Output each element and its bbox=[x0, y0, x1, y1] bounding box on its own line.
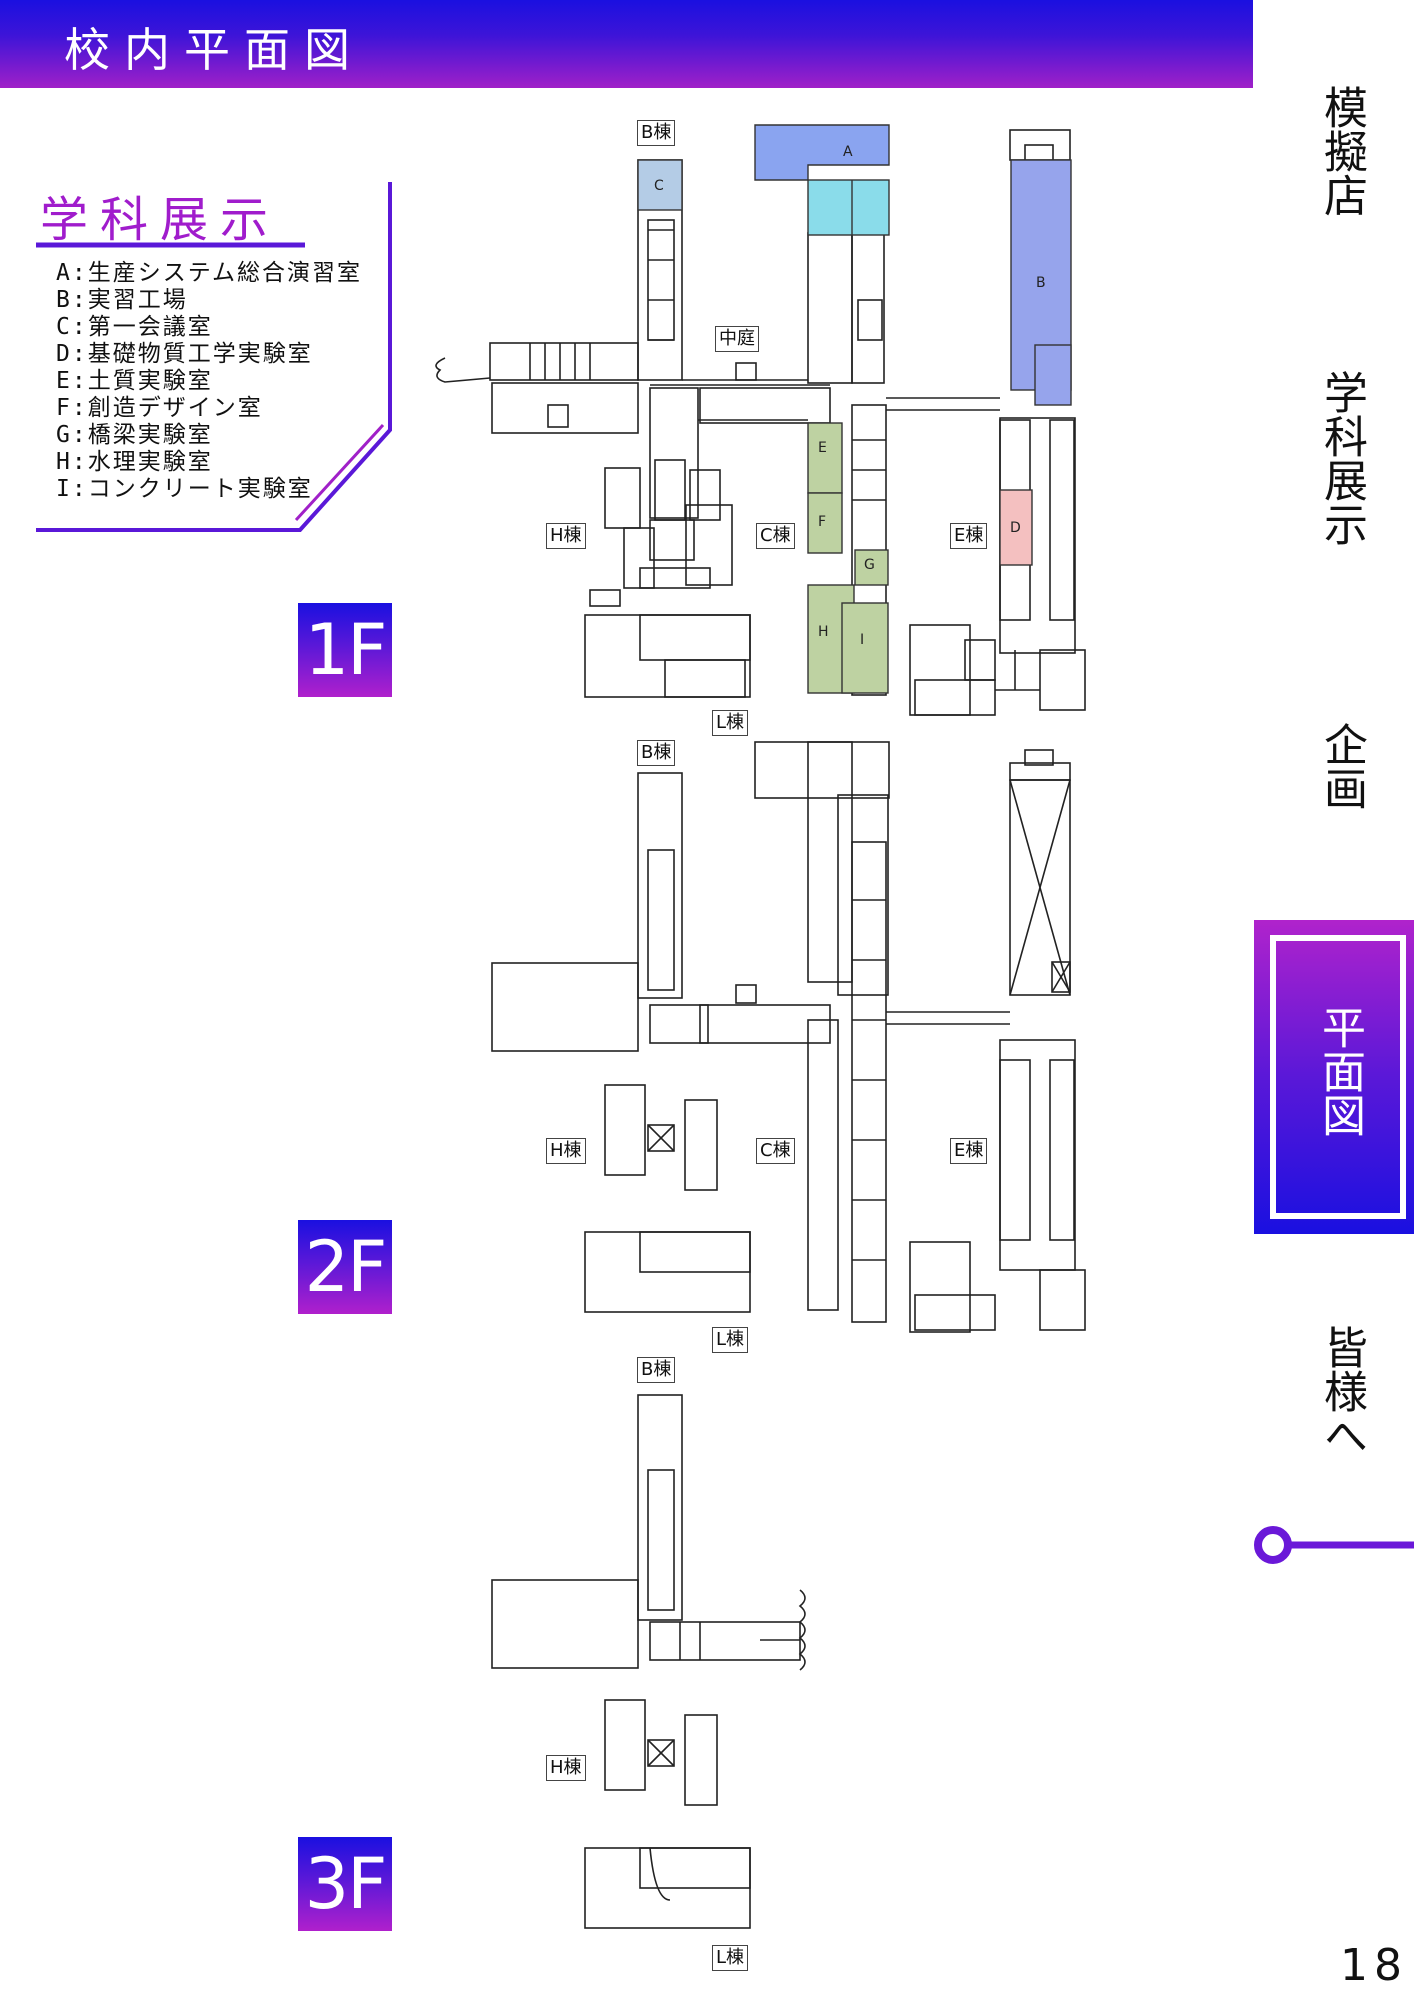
legend-item-g: G:橋梁実験室 bbox=[56, 422, 213, 448]
building-label-c-2f: C棟 bbox=[756, 1138, 795, 1164]
side-nav-item-heimenzu[interactable]: 平面図 bbox=[1314, 1005, 1365, 1137]
building-label-b-1f: B棟 bbox=[637, 120, 676, 146]
building-label-h-1f: H棟 bbox=[546, 523, 586, 549]
building-label-l-3f: L棟 bbox=[712, 1945, 749, 1971]
building-label-h-3f: H棟 bbox=[546, 1755, 586, 1781]
building-label-b-3f: B棟 bbox=[637, 1357, 676, 1383]
timeline-marker-icon bbox=[1254, 1526, 1414, 1564]
floor-badge-1f: 1F bbox=[298, 603, 392, 697]
legend-item-h: H:水理実験室 bbox=[56, 449, 213, 475]
legend-list: A:生産システム総合演習室 B:実習工場 C:第一会議室 D:基礎物質工学実験室… bbox=[56, 260, 362, 503]
building-label-l-1f: L棟 bbox=[712, 710, 749, 736]
floorplan-drawing bbox=[435, 124, 1086, 1929]
legend-item-b: B:実習工場 bbox=[56, 287, 188, 313]
header-bar bbox=[0, 0, 1253, 88]
legend-frame bbox=[36, 182, 392, 532]
side-nav-item-mogiten[interactable]: 模擬店 bbox=[1316, 85, 1367, 217]
floor-badge-3f: 3F bbox=[298, 1837, 392, 1931]
page-number: 18 bbox=[1340, 1940, 1408, 1991]
building-label-b-2f: B棟 bbox=[637, 740, 676, 766]
legend-item-d: D:基礎物質工学実験室 bbox=[56, 341, 313, 367]
room-label-d: D bbox=[1010, 520, 1021, 536]
building-label-e-1f: E棟 bbox=[950, 523, 988, 549]
side-nav-active-bg bbox=[1254, 920, 1414, 1234]
building-label-e-2f: E棟 bbox=[950, 1138, 988, 1164]
legend-item-a: A:生産システム総合演習室 bbox=[56, 260, 363, 286]
side-nav-active-frame bbox=[1270, 935, 1406, 1219]
legend-item-e: E:土質実験室 bbox=[56, 368, 213, 394]
side-nav-item-kikaku[interactable]: 企画 bbox=[1316, 722, 1367, 810]
room-label-a: A bbox=[843, 144, 853, 160]
room-label-b: B bbox=[1036, 275, 1046, 291]
room-label-h: H bbox=[818, 624, 829, 640]
room-label-g: G bbox=[864, 557, 875, 573]
building-label-c-1f: C棟 bbox=[756, 523, 795, 549]
floor-badge-2f: 2F bbox=[298, 1220, 392, 1314]
legend-item-c: C:第一会議室 bbox=[56, 314, 213, 340]
room-label-f: F bbox=[818, 514, 827, 530]
courtyard-label: 中庭 bbox=[715, 326, 759, 352]
side-nav-item-gakka-tenji[interactable]: 学科展示 bbox=[1316, 370, 1367, 546]
side-nav-item-minasama-he[interactable]: 皆様へ bbox=[1316, 1325, 1367, 1457]
legend-item-i: I:コンクリート実験室 bbox=[56, 476, 313, 502]
building-label-h-2f: H棟 bbox=[546, 1138, 586, 1164]
room-label-c: C bbox=[654, 178, 664, 194]
building-label-l-2f: L棟 bbox=[712, 1327, 749, 1353]
page-title: 校内平面図 bbox=[64, 23, 364, 77]
legend-heading: 学科展示 bbox=[40, 192, 281, 248]
room-label-i: I bbox=[860, 632, 865, 648]
room-label-e: E bbox=[818, 440, 827, 456]
legend-item-f: F:創造デザイン室 bbox=[56, 395, 263, 421]
